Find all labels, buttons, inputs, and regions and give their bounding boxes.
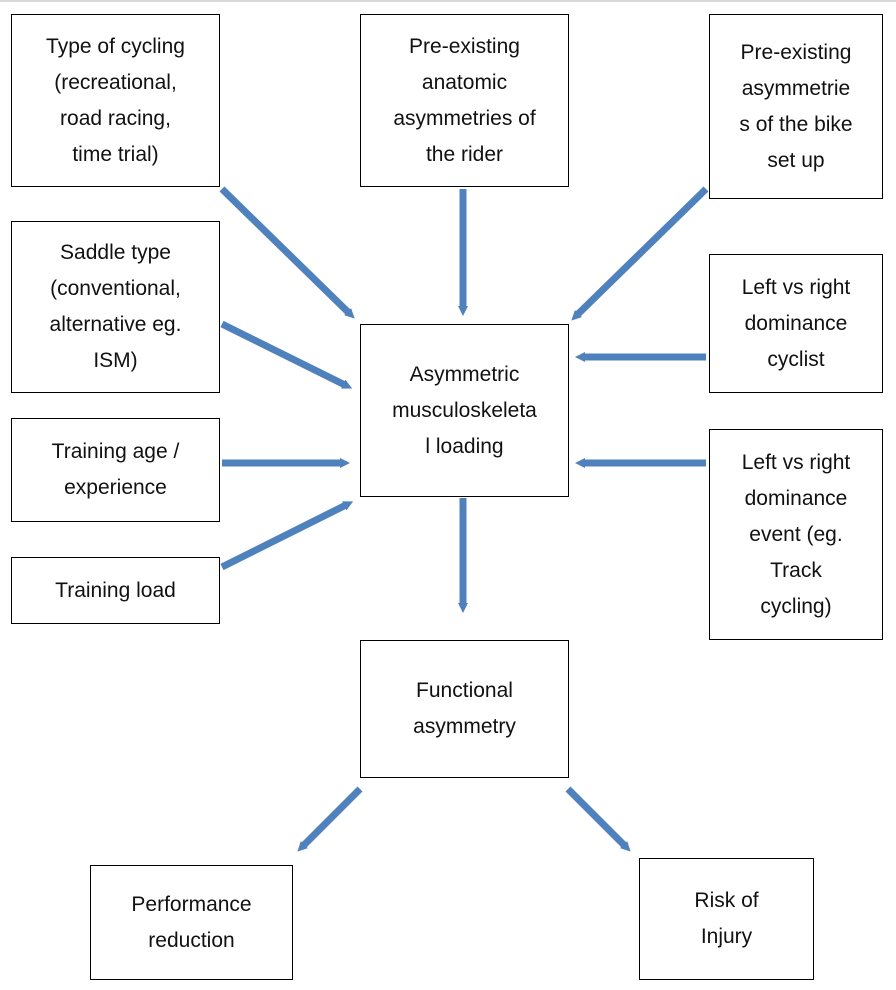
box-dominance-cyclist-label: Left vs right dominance cyclist: [741, 275, 851, 371]
box-type-of-cycling-label: Type of cycling (recreational, road raci…: [46, 34, 185, 166]
box-training-age: Training age / experience: [11, 418, 220, 522]
box-functional-asymmetry-label: Functional asymmetry: [413, 679, 516, 738]
box-risk-of-injury-label: Risk of Injury: [694, 889, 759, 948]
box-saddle-type: Saddle type (conventional, alternative e…: [11, 221, 220, 393]
arrow-type-of-cycling: [219, 186, 355, 319]
box-anatomic-asymmetries-label: Pre-existing anatomic asymmetries of the…: [393, 34, 536, 166]
box-performance-reduction: Performance reduction: [90, 865, 293, 980]
box-training-load: Training load: [11, 557, 220, 624]
box-training-age-label: Training age / experience: [51, 440, 180, 499]
box-bike-setup-asymmetries: Pre-existing asymmetrie s of the bike se…: [709, 14, 883, 199]
box-anatomic-asymmetries: Pre-existing anatomic asymmetries of the…: [360, 14, 569, 187]
box-performance-reduction-label: Performance reduction: [131, 892, 252, 952]
arrow-training-load: [220, 501, 354, 571]
box-risk-of-injury: Risk of Injury: [639, 858, 814, 980]
box-type-of-cycling: Type of cycling (recreational, road raci…: [11, 14, 220, 187]
box-dominance-event: Left vs right dominance event (eg. Track…: [709, 429, 883, 640]
box-functional-asymmetry: Functional asymmetry: [360, 640, 569, 778]
box-asymmetric-loading-label: Asymmetric musculoskeleta l loading: [392, 362, 537, 458]
box-dominance-event-label: Left vs right dominance event (eg. Track…: [741, 450, 851, 618]
box-training-load-label: Training load: [55, 578, 176, 602]
arrow-to-performance: [297, 786, 363, 852]
arrow-bike-setup: [571, 186, 709, 321]
arrow-to-injury: [565, 786, 631, 852]
box-dominance-cyclist: Left vs right dominance cyclist: [709, 254, 883, 393]
arrow-saddle: [220, 320, 353, 389]
box-asymmetric-loading: Asymmetric musculoskeleta l loading: [360, 324, 569, 497]
box-bike-setup-asymmetries-label: Pre-existing asymmetrie s of the bike se…: [739, 40, 853, 172]
box-saddle-type-label: Saddle type (conventional, alternative e…: [49, 241, 182, 372]
